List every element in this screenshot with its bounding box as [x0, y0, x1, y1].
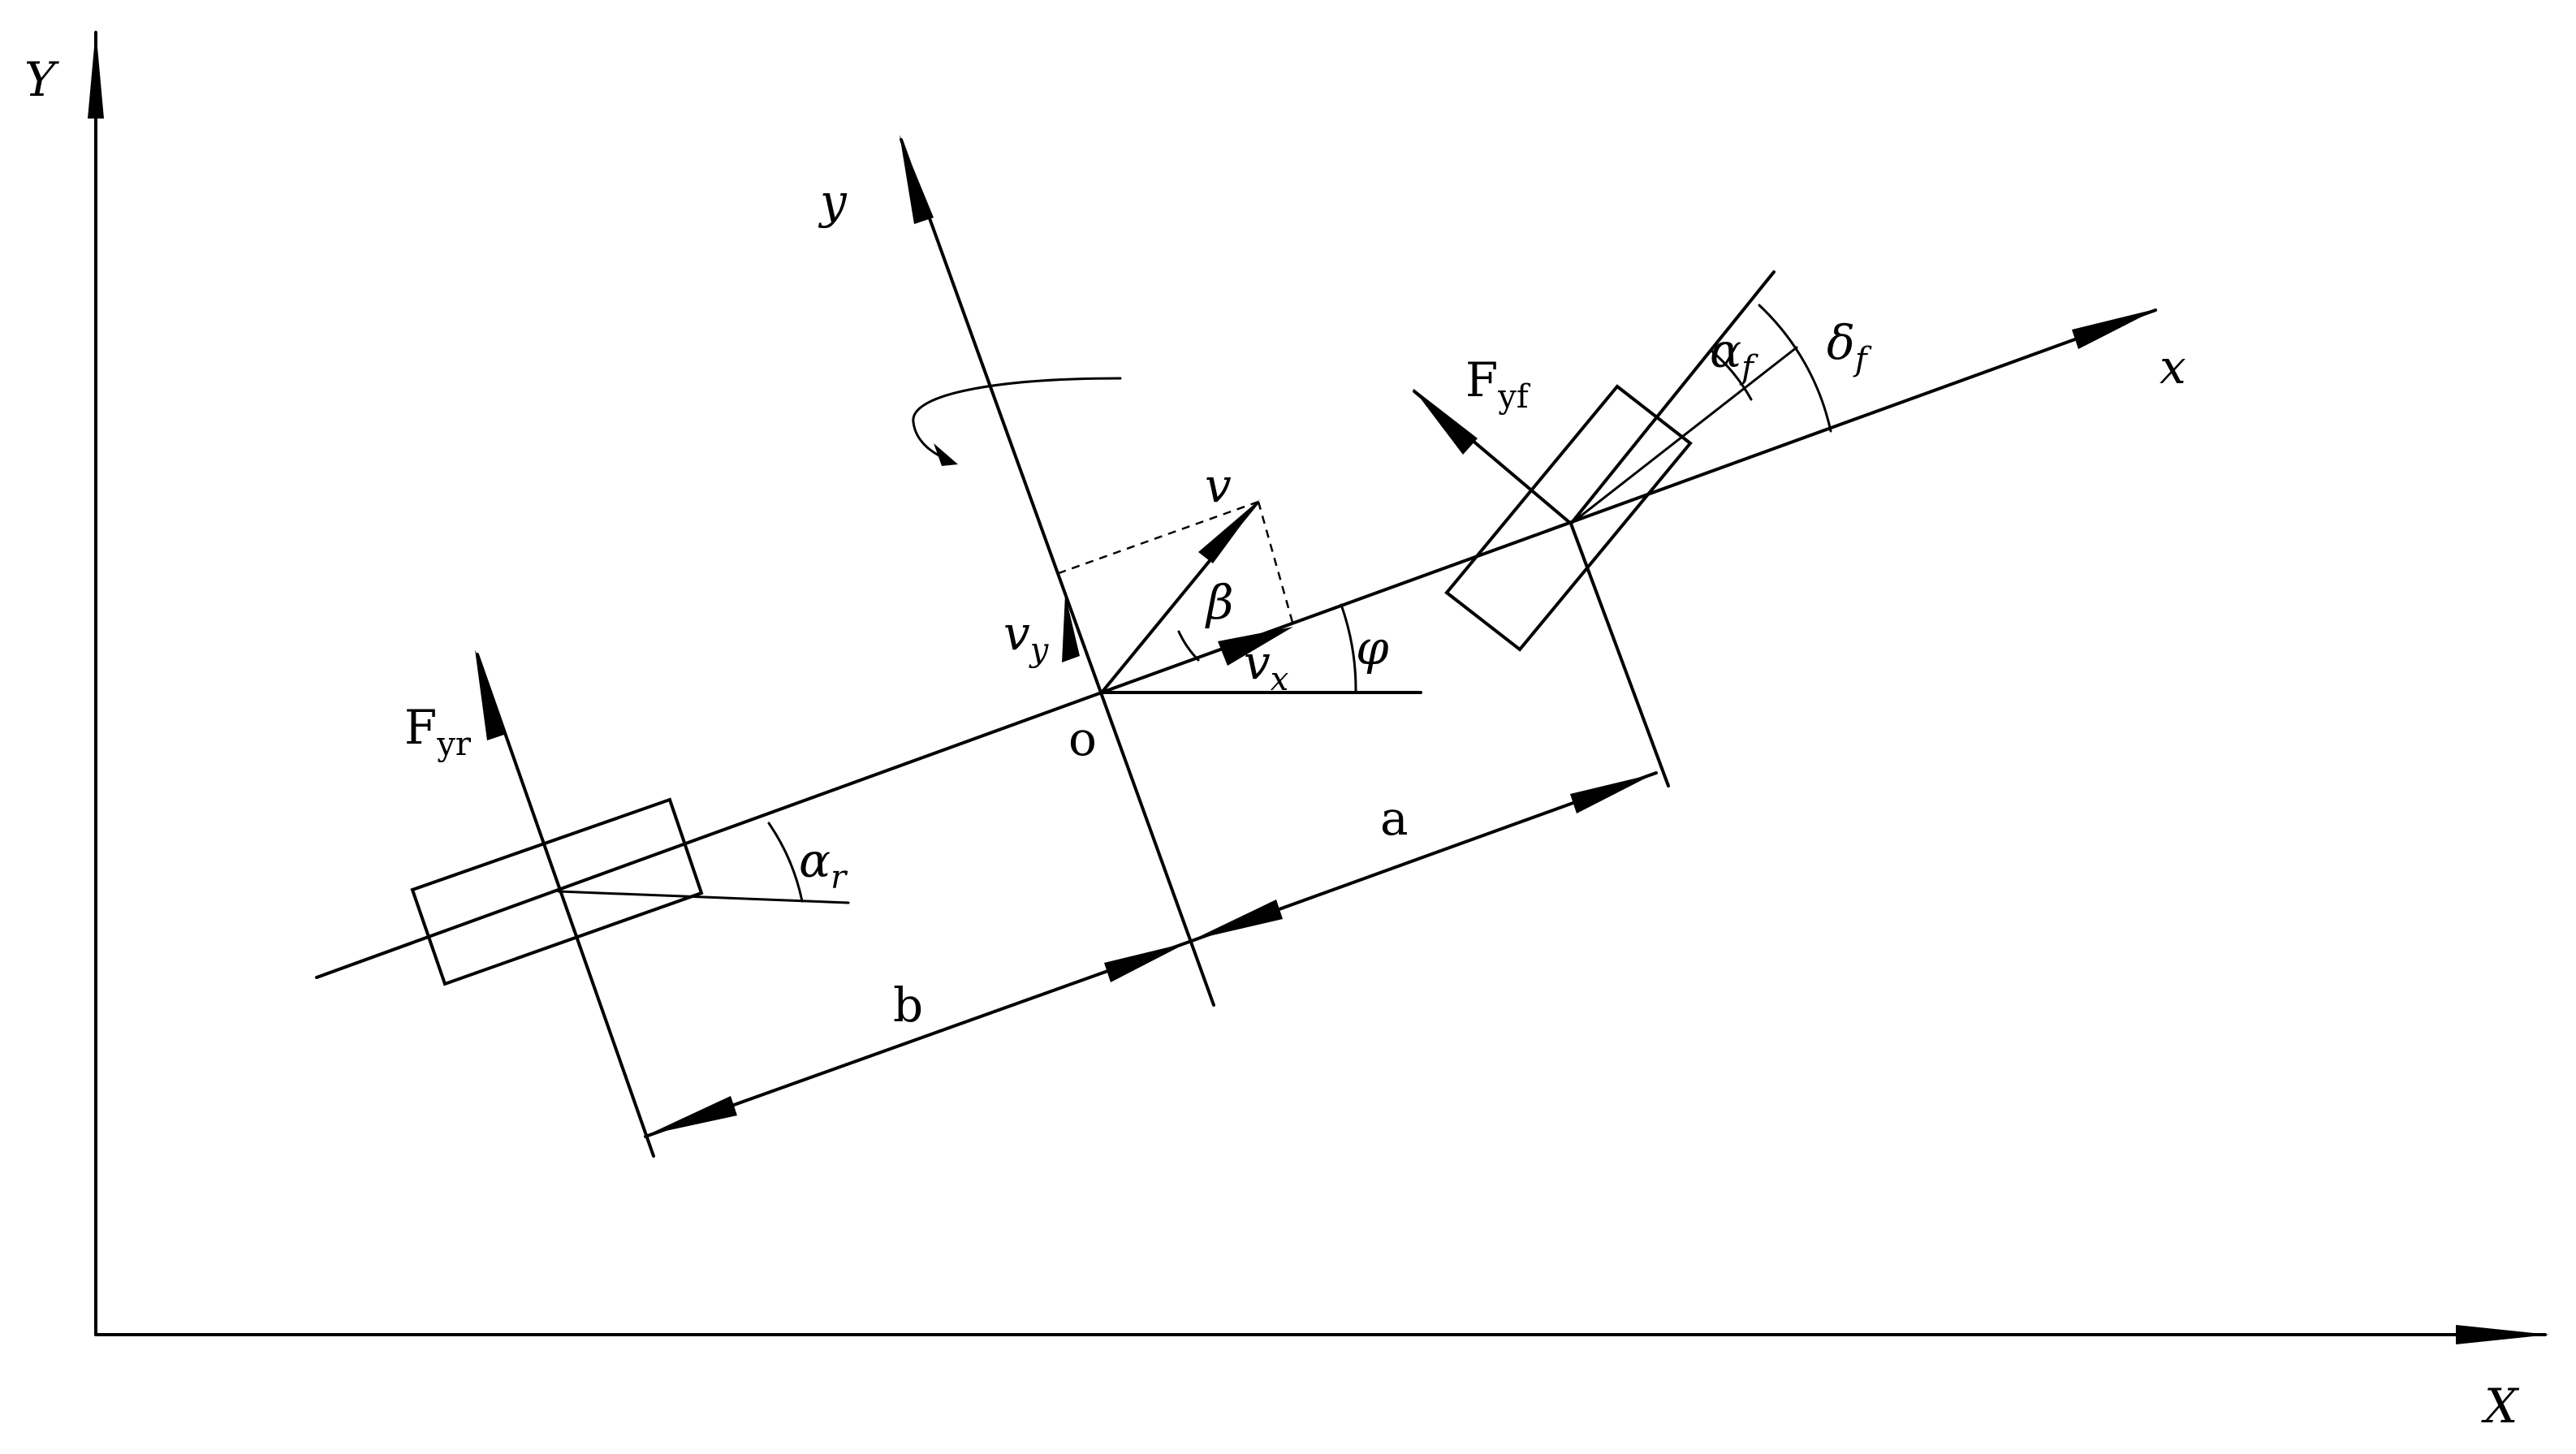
dimension-a-label: a: [1380, 791, 1409, 846]
yaw-rate-arrow: [912, 377, 1122, 466]
rear-force-label: Fyr: [404, 700, 472, 763]
velocity-dash-to-y: [1058, 500, 1259, 575]
body-x-label: x: [2160, 339, 2186, 395]
heading-label: φ: [1356, 620, 1389, 675]
velocity-vector: [1100, 499, 1260, 694]
vx-component-arrow: [1218, 627, 1293, 666]
velocity-label: v: [1205, 458, 1232, 513]
vx-label: vx: [1244, 635, 1288, 698]
dimension-a: [1188, 771, 1658, 943]
global-y-axis: [88, 29, 104, 1336]
front-lateral-force-arrow: [1413, 388, 1573, 525]
origin-label: o: [1068, 711, 1097, 766]
front-slip-label: αf: [1710, 323, 1758, 386]
dimension-b-label: b: [893, 977, 923, 1033]
global-y-label: Y: [24, 52, 59, 107]
heading-angle-arc: [1340, 603, 1357, 694]
velocity-dash-to-x: [1257, 501, 1295, 626]
vy-label: vy: [1003, 606, 1050, 669]
sideslip-label: β: [1205, 575, 1234, 630]
front-wheel: [1444, 270, 1798, 652]
vy-component-arrow: [1062, 594, 1080, 662]
rear-slip-angle-arc: [767, 822, 804, 903]
global-x-label: X: [2481, 1378, 2520, 1434]
front-steer-angle-arc: [1758, 304, 1832, 433]
front-axle-line: [1569, 522, 1670, 787]
rear-slip-label: αr: [799, 833, 848, 896]
front-steer-label: δf: [1827, 315, 1872, 378]
body-y-label: y: [818, 174, 848, 229]
rear-wheel: [410, 797, 850, 986]
rear-lateral-force-arrow: [475, 649, 655, 1158]
global-x-axis: [94, 1325, 2549, 1344]
dimension-b: [644, 940, 1191, 1138]
sideslip-angle-arc: [1177, 630, 1200, 662]
body-y-axis: [900, 135, 1215, 1007]
front-force-label: Fyf: [1465, 352, 1531, 416]
front-slip-angle-arc: [1710, 349, 1753, 401]
